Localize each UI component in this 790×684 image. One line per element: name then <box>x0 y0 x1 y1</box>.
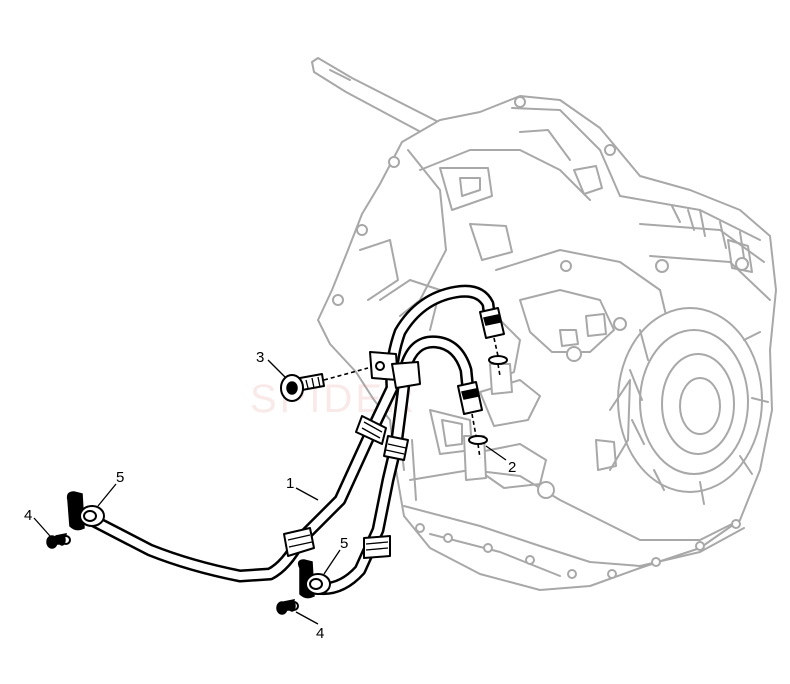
hose-sleeve-upper <box>355 415 387 445</box>
nut-right <box>276 600 296 615</box>
hose-sleeve-lower-left <box>283 527 315 557</box>
leader-4-left <box>33 517 51 537</box>
callout-5-left: 5 <box>116 469 124 486</box>
cooler-line-assembly <box>46 284 508 615</box>
hose-sleeve-lower-right <box>363 535 391 559</box>
callout-3: 3 <box>256 349 264 366</box>
o-ring-lower <box>468 435 488 445</box>
fitting-lower <box>457 381 483 415</box>
cooler-end-fitting-right <box>281 559 331 611</box>
fitting-upper <box>479 307 505 339</box>
leader-5-left <box>97 483 117 507</box>
callout-2: 2 <box>508 459 516 476</box>
leader-5-right <box>323 549 341 575</box>
o-ring-upper <box>488 355 508 365</box>
line-bracket <box>369 351 421 389</box>
callout-4-right: 4 <box>316 625 324 642</box>
callout-1: 1 <box>286 475 294 492</box>
callout-4-left: 4 <box>24 507 32 524</box>
transaxle-housing <box>311 57 777 591</box>
nut-left <box>46 534 66 549</box>
bracket-bolt <box>280 367 369 402</box>
cooler-end-fitting-left <box>53 491 105 545</box>
callout-5-right: 5 <box>340 535 348 552</box>
hose-sleeve-mid <box>383 435 409 461</box>
leader-2 <box>485 445 507 461</box>
callouts: 1 2 3 4 4 5 5 <box>24 349 516 642</box>
leader-4-right <box>295 611 319 625</box>
leader-1 <box>295 487 319 501</box>
leader-3 <box>267 359 287 379</box>
